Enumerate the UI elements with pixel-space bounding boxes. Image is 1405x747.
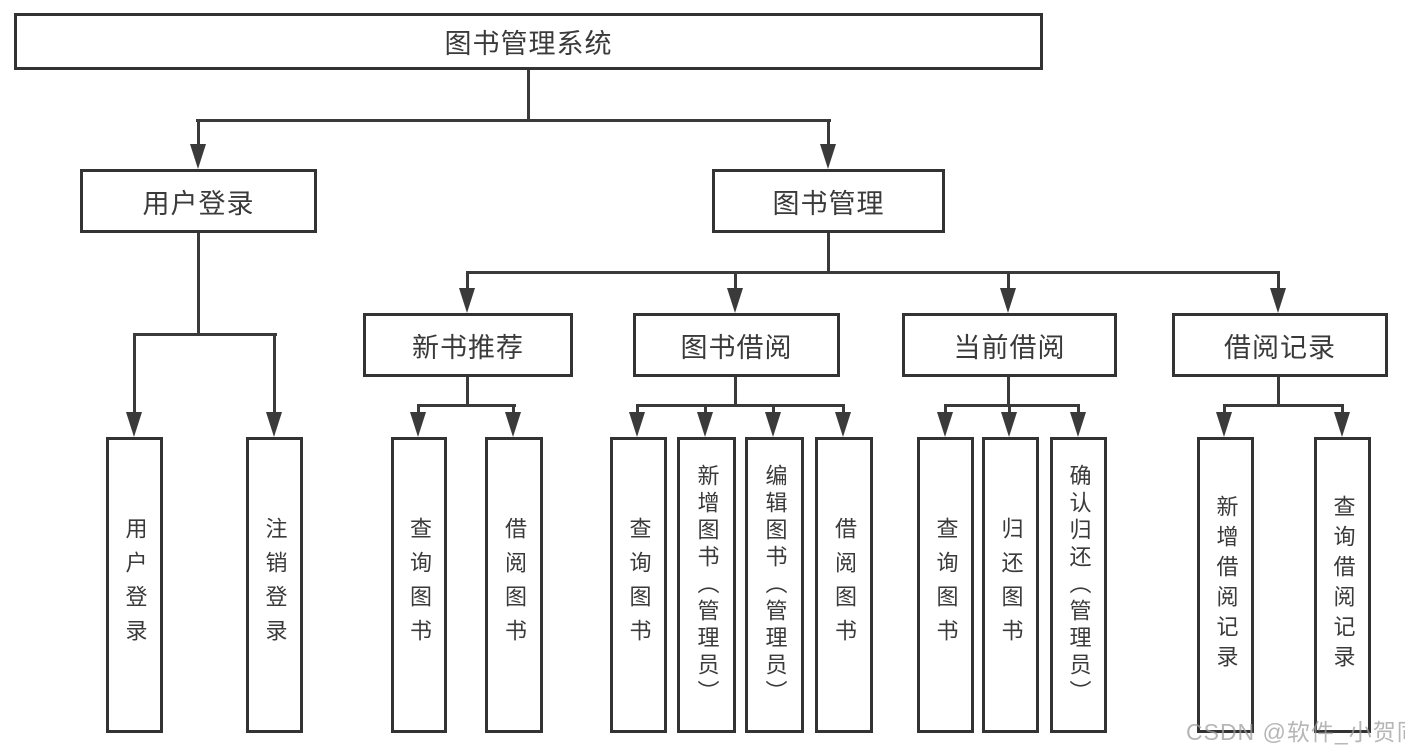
node-label: 查询图书	[626, 517, 652, 653]
node-label: 编辑图书（管理员）	[762, 463, 788, 707]
connector-level3-split	[466, 271, 1280, 274]
connector-br-leaf2-drop	[1341, 404, 1344, 416]
connector-mgmt-stem	[827, 233, 830, 274]
connector-user-stem	[197, 233, 200, 335]
connector-user-login-drop	[197, 119, 200, 147]
arrow-down-icon	[1070, 412, 1086, 437]
connector-l3-drop-2	[734, 271, 737, 291]
arrow-down-icon	[765, 412, 781, 437]
connector-current-split	[944, 404, 1080, 407]
arrow-down-icon	[410, 412, 426, 437]
watermark: CSDN @软件_小贺同学	[1186, 719, 1405, 745]
node-label: 借阅图书	[832, 517, 857, 653]
arrow-down-icon	[1000, 288, 1016, 313]
arrow-down-icon	[937, 412, 953, 437]
leaf-records-add-record: 新增借阅记录	[1197, 437, 1254, 733]
node-label: 用户登录	[122, 517, 148, 653]
node-label: 借阅记录	[1224, 332, 1336, 363]
connector-recommend-stem	[466, 377, 469, 407]
arrow-down-icon	[1334, 412, 1350, 437]
node-label: 注销登录	[262, 517, 288, 653]
arrow-down-icon	[697, 412, 713, 437]
connector-bb-leaf3-drop	[772, 404, 775, 416]
arrow-down-icon	[727, 288, 743, 313]
connector-root-stem	[527, 70, 530, 122]
leaf-user-login: 用户登录	[106, 437, 163, 733]
arrow-down-icon	[459, 288, 475, 313]
connector-cb-leaf1-drop	[944, 404, 947, 416]
node-book-borrow: 图书借阅	[633, 313, 840, 377]
connector-borrow-split	[637, 404, 845, 407]
node-label: 查询图书	[407, 517, 432, 653]
connector-bb-leaf2-drop	[704, 404, 707, 416]
connector-rec-leaf2-drop	[512, 404, 515, 416]
leaf-records-query-record: 查询借阅记录	[1314, 437, 1371, 733]
connector-cb-leaf2-drop	[1008, 404, 1011, 416]
connector-user-leaf1-drop	[133, 333, 136, 415]
node-root: 图书管理系统	[14, 13, 1043, 70]
node-new-book-recommend: 新书推荐	[363, 313, 573, 377]
arrow-down-icon	[126, 412, 142, 437]
connector-recommend-split	[417, 404, 516, 407]
leaf-recommend-borrow-book: 借阅图书	[485, 437, 543, 733]
node-label: 查询借阅记录	[1330, 495, 1356, 675]
connector-borrow-stem	[734, 377, 737, 407]
connector-current-stem	[1007, 377, 1010, 407]
node-label: 图书管理系统	[444, 29, 613, 59]
connector-bb-leaf4-drop	[842, 404, 845, 416]
node-label: 新增借阅记录	[1213, 495, 1239, 675]
node-label: 借阅图书	[502, 517, 527, 653]
node-book-management: 图书管理	[712, 169, 945, 233]
leaf-borrow-borrow-book: 借阅图书	[815, 437, 873, 733]
arrow-down-icon	[1001, 412, 1017, 437]
connector-user-split	[133, 333, 277, 336]
leaf-borrow-edit-book-admin: 编辑图书（管理员）	[745, 437, 804, 733]
leaf-borrow-add-book-admin: 新增图书（管理员）	[677, 437, 736, 733]
node-label: 确认归还（管理员）	[1066, 463, 1092, 707]
arrow-down-icon	[266, 412, 282, 437]
arrow-down-icon	[820, 144, 836, 169]
connector-rec-leaf1-drop	[417, 404, 420, 416]
connector-user-leaf2-drop	[273, 333, 276, 415]
arrow-down-icon	[629, 412, 645, 437]
node-label: 归还图书	[998, 517, 1024, 653]
connector-cb-leaf3-drop	[1077, 404, 1080, 416]
node-borrow-records: 借阅记录	[1172, 313, 1388, 377]
arrow-down-icon	[190, 144, 206, 169]
arrow-down-icon	[505, 412, 521, 437]
leaf-current-query-book: 查询图书	[917, 437, 974, 733]
connector-br-leaf1-drop	[1223, 404, 1226, 416]
leaf-current-return-book: 归还图书	[982, 437, 1039, 733]
node-user-login: 用户登录	[80, 169, 317, 233]
connector-book-mgmt-drop	[827, 119, 830, 147]
connector-l3-drop-4	[1277, 271, 1280, 291]
arrow-down-icon	[835, 412, 851, 437]
connector-level2-split	[196, 119, 831, 122]
connector-l3-drop-3	[1007, 271, 1010, 291]
node-label: 查询图书	[933, 517, 959, 653]
node-label: 用户登录	[142, 188, 255, 219]
leaf-current-confirm-return-admin: 确认归还（管理员）	[1050, 437, 1107, 733]
leaf-logout: 注销登录	[246, 437, 303, 733]
leaf-borrow-query-book: 查询图书	[610, 437, 667, 733]
node-label: 当前借阅	[953, 332, 1066, 363]
leaf-recommend-query-book: 查询图书	[391, 437, 447, 733]
arrow-down-icon	[1216, 412, 1232, 437]
connector-records-split	[1224, 404, 1343, 407]
node-label: 图书借阅	[680, 332, 793, 363]
connector-records-stem	[1277, 377, 1280, 407]
arrow-down-icon	[1270, 288, 1286, 313]
connector-l3-drop-1	[466, 271, 469, 291]
node-label: 新书推荐	[412, 332, 524, 363]
node-current-borrow: 当前借阅	[902, 313, 1117, 377]
connector-bb-leaf1-drop	[636, 404, 639, 416]
node-label: 新增图书（管理员）	[694, 463, 720, 707]
node-label: 图书管理	[772, 188, 885, 219]
